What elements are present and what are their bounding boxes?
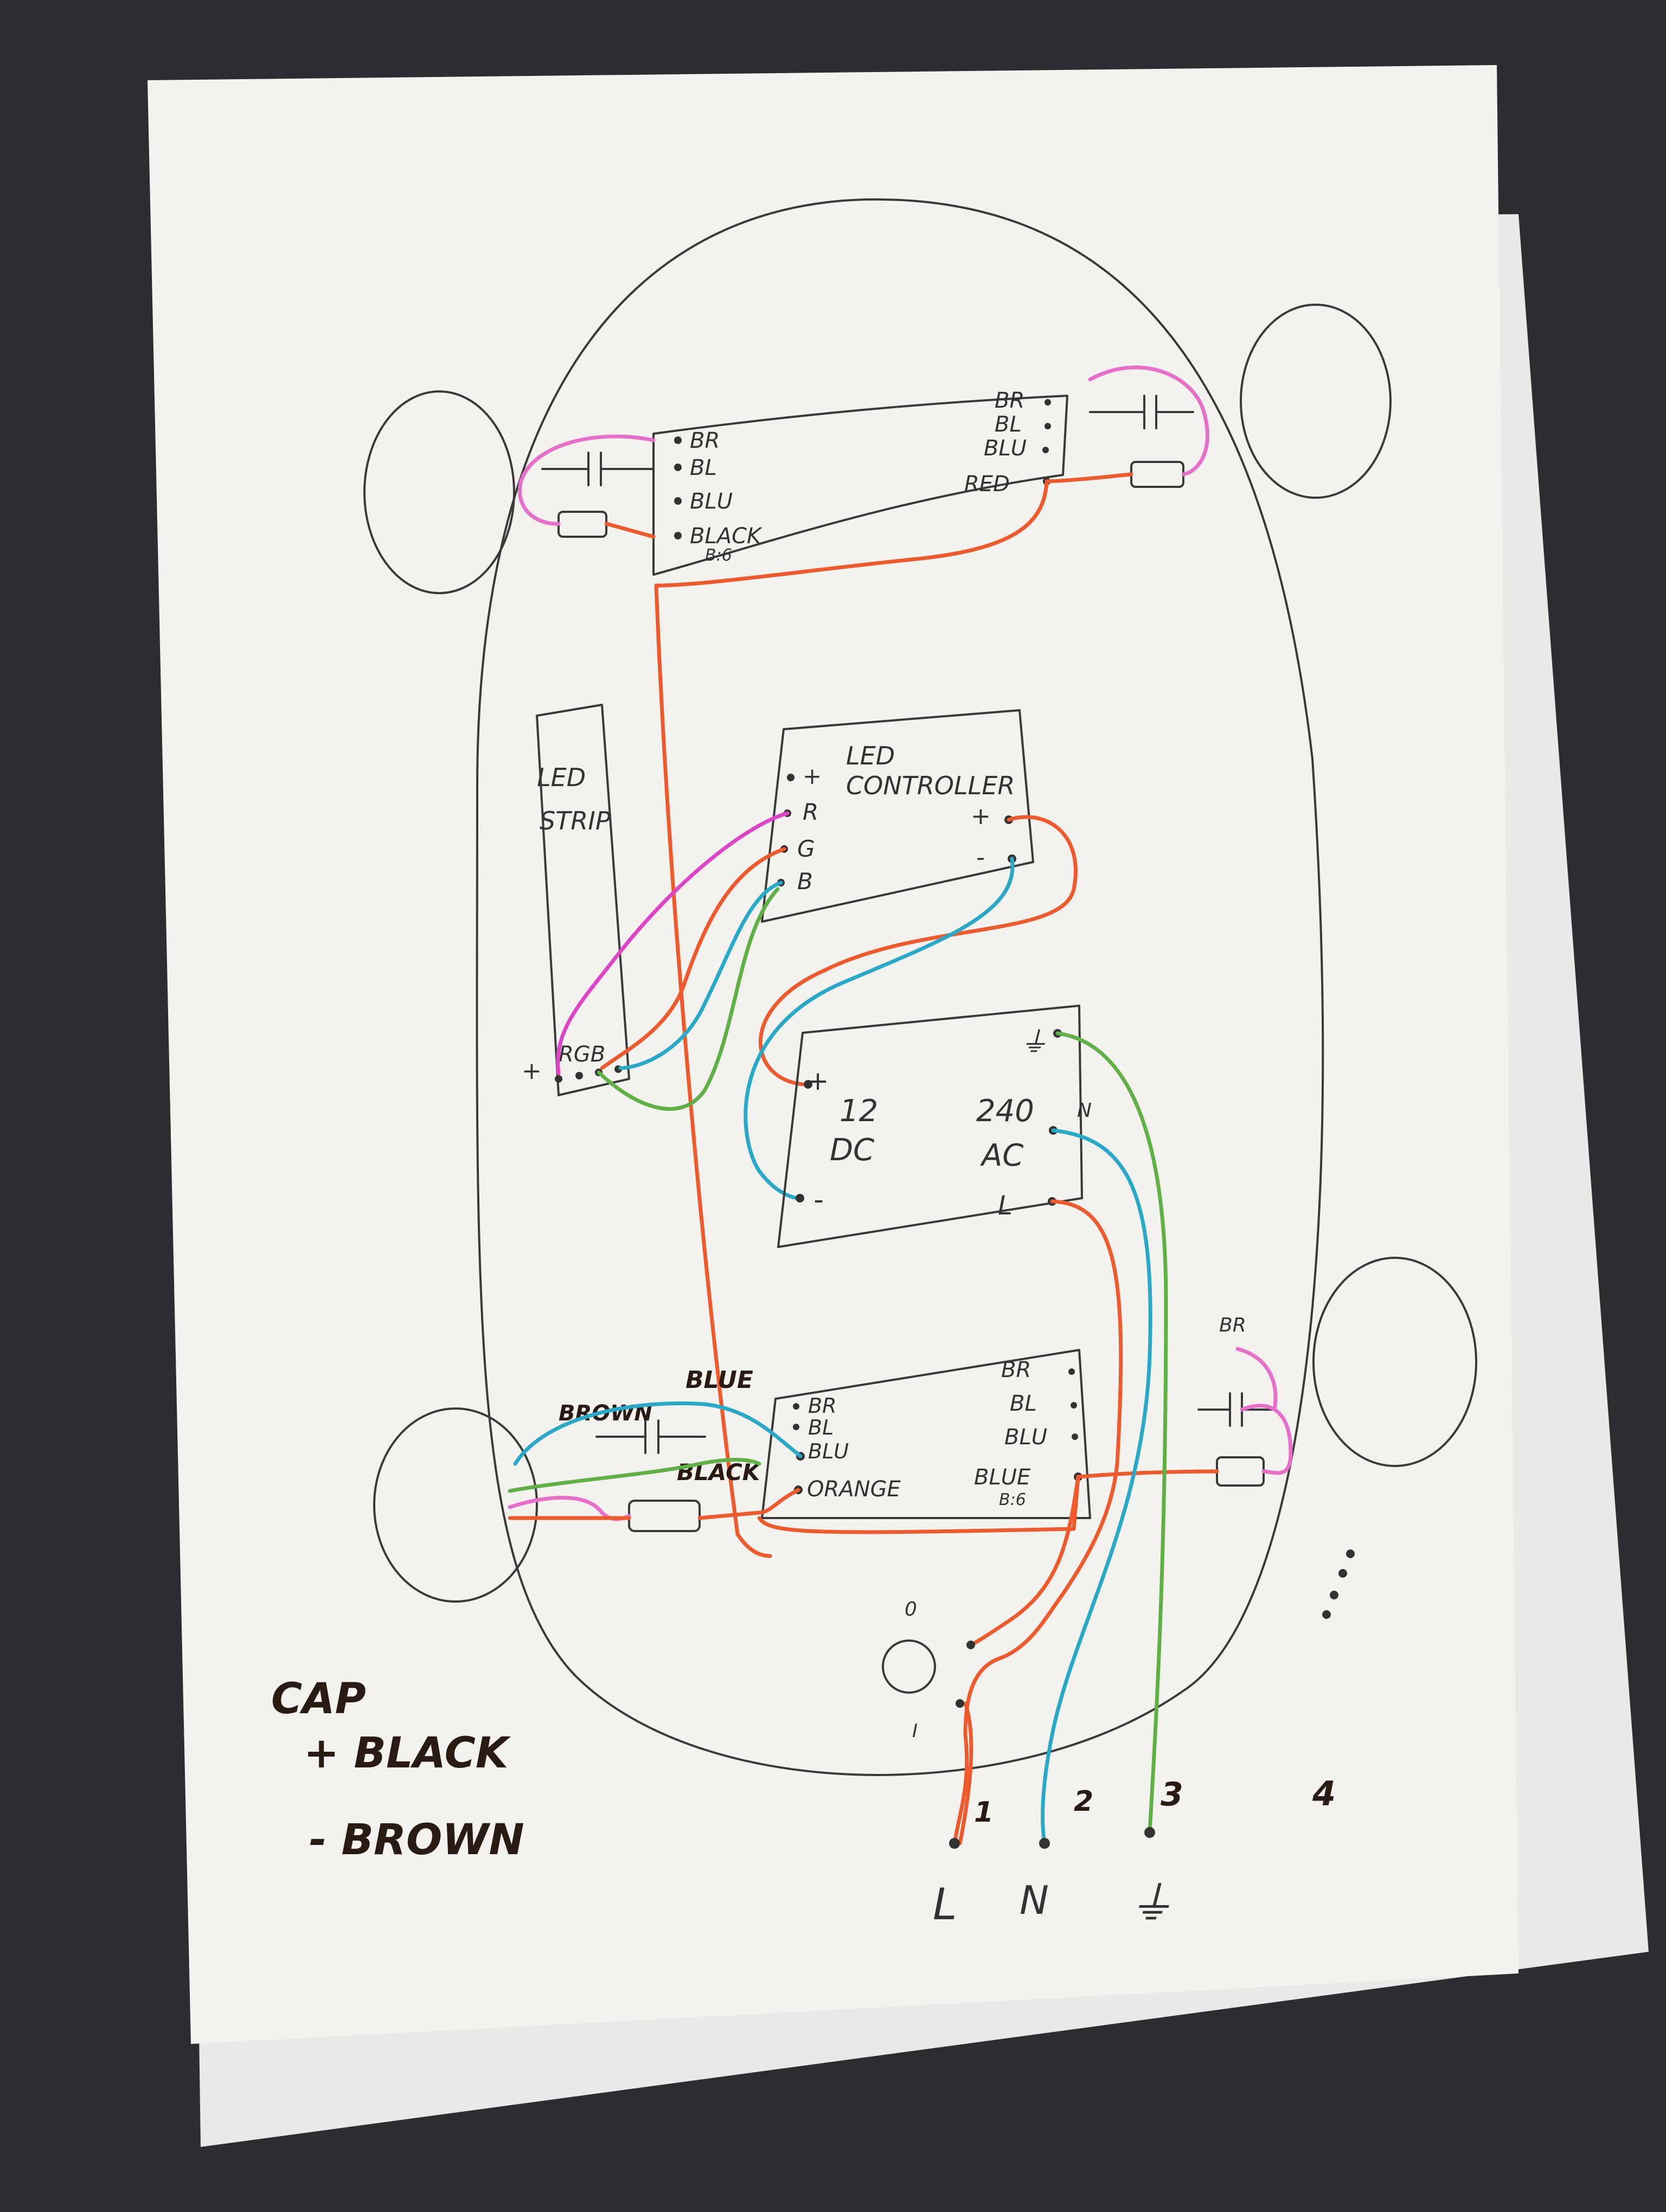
wheel-front-right — [1240, 304, 1392, 499]
led-controller-out-minus: - — [976, 844, 985, 871]
rear-right-pin-count: B:6 — [999, 1490, 1026, 1509]
rear-left-terminal-orange: ORANGE — [807, 1477, 901, 1502]
front-left-pin-count: B:6 — [705, 546, 732, 565]
led-strip-rgb-labels: RGB — [559, 1042, 605, 1067]
psu-dc-label-2: DC — [830, 1133, 874, 1168]
front-right-capacitor — [1089, 395, 1194, 429]
controller-minus-blue-wire — [744, 857, 1015, 1200]
psu-dc-minus: - — [813, 1184, 824, 1216]
legend-line-1: CAP — [271, 1675, 366, 1724]
led-strip-plus-label: + — [522, 1057, 542, 1085]
vertical-dots — [1322, 1549, 1355, 1619]
car-body-outline — [476, 198, 1324, 1776]
front-red-bus-wire — [654, 480, 1049, 588]
led-strip-title-2: STRIP — [540, 806, 611, 835]
psu-neutral-blue-wire — [1041, 1128, 1152, 1846]
wheel-rear-left — [373, 1407, 538, 1603]
psu-earth-terminal: ⏚ — [1020, 1026, 1048, 1059]
led-controller-title-2: CONTROLLER — [846, 771, 1015, 800]
psu-ac-label-1: 240 — [976, 1094, 1034, 1129]
rear-right-terminal-bl: BL — [1010, 1391, 1037, 1416]
front-left-terminal-black: BLACK — [690, 524, 762, 549]
front-right-terminal-br: BR — [995, 388, 1024, 413]
power-supply-box — [777, 1005, 1083, 1248]
switch-off-label: 0 — [905, 1598, 917, 1621]
front-left-pink-wire — [518, 434, 656, 526]
mains-pin-4: 4 — [1312, 1774, 1336, 1814]
rear-light-module — [761, 1349, 1091, 1519]
mains-pin-3: 3 — [1161, 1776, 1183, 1814]
switch-to-live-wire — [958, 1701, 973, 1846]
mains-pin-2: 2 — [1074, 1785, 1093, 1818]
led-controller-title-1: LED — [846, 741, 895, 770]
psu-live-label: L — [998, 1191, 1013, 1221]
controller-plus-orange-wire — [758, 815, 1078, 1086]
psu-earth-green-wire — [1055, 1031, 1168, 1835]
rear-wire-black-label: BLACK — [677, 1459, 762, 1486]
switch-body — [882, 1639, 936, 1694]
psu-dc-label-1: 12 — [840, 1094, 878, 1129]
rear-right-terminal-blu: BLU — [1004, 1425, 1047, 1450]
rear-orange-bus-wire — [697, 1488, 800, 1520]
rear-green-wire — [508, 1458, 761, 1493]
rear-wire-blue-label: BLUE — [685, 1366, 753, 1394]
front-left-terminal-bl: BL — [690, 455, 717, 480]
rear-left-terminal-bl: BL — [808, 1416, 834, 1439]
front-left-terminals: BR BL BLU BLACK B:6 — [674, 428, 762, 565]
switch-on-label: I — [912, 1720, 918, 1742]
rear-left-capacitor — [595, 1419, 706, 1454]
psu-ac-label-2: AC — [980, 1138, 1023, 1173]
rear-bottom-orange-wire — [757, 1475, 1080, 1534]
led-controller-out-plus: + — [971, 802, 991, 830]
front-right-terminal-bl: BL — [995, 412, 1022, 437]
led-strip-title-1: LED — [537, 763, 586, 792]
rear-right-terminals: BR BL BLU BLUE B:6 — [974, 1358, 1082, 1509]
rear-right-pink-wire — [1240, 1404, 1293, 1475]
rear-right-terminal-br: BR — [1001, 1358, 1031, 1382]
front-light-module — [652, 395, 1068, 576]
rear-right-br-arrow — [1235, 1347, 1278, 1412]
led-strip-outline — [536, 704, 630, 1096]
front-right-pink-wire — [1088, 365, 1209, 477]
front-left-resistor-lead — [604, 522, 656, 539]
front-left-terminal-br: BR — [690, 428, 720, 453]
front-left-capacitor — [541, 452, 655, 486]
led-controller-pin-r: R — [803, 799, 818, 825]
rear-right-terminal-blue: BLUE — [974, 1465, 1031, 1490]
front-left-terminal-blu: BLU — [690, 489, 733, 514]
led-controller-pin-plus: + — [803, 763, 822, 789]
legend-line-3: - BROWN — [309, 1816, 524, 1864]
orange-feed-wire-left — [654, 583, 772, 1558]
switch-orange-wire — [969, 1475, 1080, 1647]
wheel-front-left — [363, 390, 515, 594]
mains-pin-1: 1 — [974, 1796, 994, 1829]
mains-live-orange-wire — [952, 1733, 969, 1846]
rear-left-terminal-blu: BLU — [808, 1439, 849, 1463]
rear-left-terminals: BR BL BLU ORANGE — [793, 1394, 901, 1502]
psu-live-orange-wire — [963, 1199, 1123, 1737]
psu-neutral-label: N — [1077, 1099, 1092, 1122]
legend-line-2: + BLACK — [304, 1729, 511, 1778]
rear-right-br-tag: BR — [1219, 1314, 1246, 1336]
mains-neutral-label: N — [1020, 1877, 1049, 1923]
led-controller-pin-g: G — [797, 835, 815, 862]
led-magenta-wire — [556, 811, 790, 1076]
wheel-rear-right — [1312, 1257, 1477, 1467]
rear-right-lamp-wire — [1076, 1469, 1219, 1479]
front-right-terminals: BR BL BLU RED — [964, 388, 1051, 497]
led-controller-pin-b: B — [797, 868, 813, 895]
front-right-terminal-red: RED — [964, 472, 1010, 497]
rear-blue-wire — [513, 1401, 803, 1466]
led-blue-wire — [618, 880, 783, 1070]
rear-left-terminal-br: BR — [808, 1394, 836, 1418]
led-green-wire — [597, 887, 780, 1111]
led-orange-wire — [600, 847, 786, 1070]
paper-sheet-front — [148, 65, 1518, 2044]
front-right-resistor-lead — [1045, 472, 1133, 484]
mains-live-label: L — [933, 1879, 957, 1930]
mains-earth-label: ⏚ — [1128, 1877, 1174, 1930]
front-right-terminal-blu: BLU — [984, 436, 1027, 461]
